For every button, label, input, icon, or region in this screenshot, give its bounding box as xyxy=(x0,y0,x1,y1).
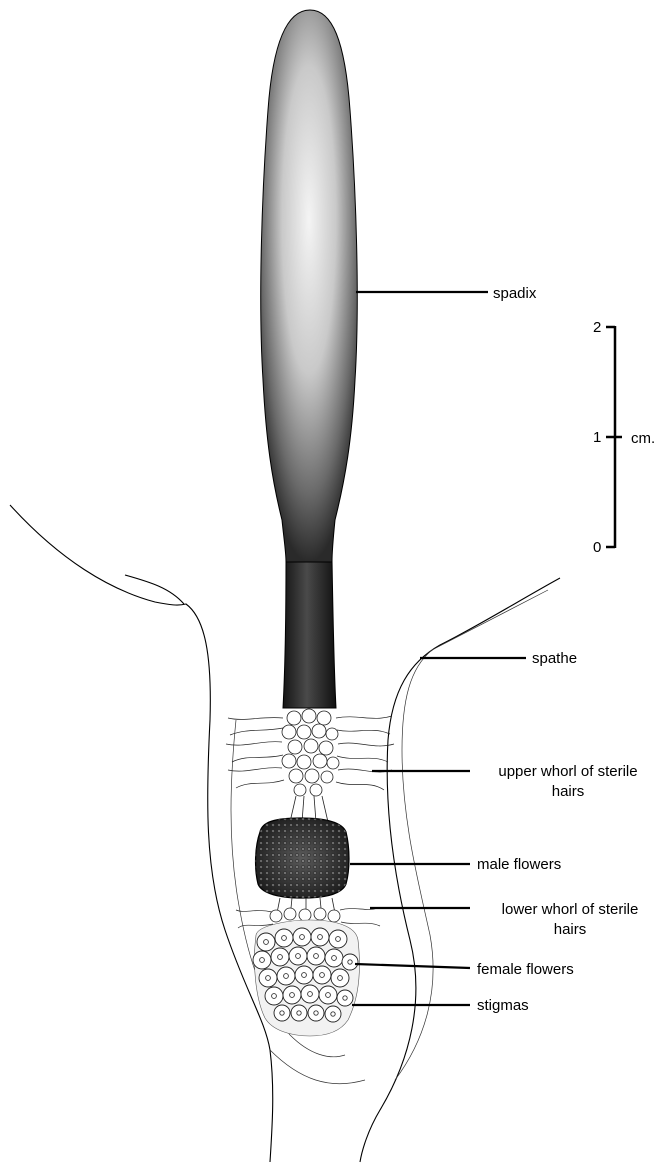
scale-label-0: 0 xyxy=(593,539,601,556)
label-male-flowers: male flowers xyxy=(477,856,561,873)
label-female-flowers: female flowers xyxy=(477,961,574,978)
spadix-stalk xyxy=(283,560,336,708)
scale-label-1: 1 xyxy=(593,429,601,446)
label-upper-whorl-line1: upper whorl of sterile xyxy=(498,763,637,780)
scale-bar: 2 1 0 cm. xyxy=(593,319,655,556)
label-upper-whorl-line2: hairs xyxy=(552,783,585,800)
spathe-base-curve xyxy=(270,1050,365,1084)
leader-female-flowers xyxy=(355,964,470,968)
spadix xyxy=(261,10,358,708)
spathe-front-fold xyxy=(125,575,184,604)
female-flowers xyxy=(253,920,360,1036)
scale-unit-label: cm. xyxy=(631,430,655,447)
spathe-outer-outline xyxy=(10,505,273,1162)
label-stigmas: stigmas xyxy=(477,997,529,1014)
upper-whorl-sterile-hairs xyxy=(226,709,394,822)
scale-label-2: 2 xyxy=(593,319,601,336)
label-spathe: spathe xyxy=(532,650,577,667)
label-spadix: spadix xyxy=(493,285,537,302)
label-lower-whorl-line2: hairs xyxy=(554,921,587,938)
leader-lines xyxy=(350,292,526,1005)
male-flowers xyxy=(256,818,349,898)
upper-whorl-bulbs xyxy=(282,709,339,796)
label-lower-whorl-line1: lower whorl of sterile xyxy=(502,901,639,918)
spadix-club xyxy=(261,10,358,562)
